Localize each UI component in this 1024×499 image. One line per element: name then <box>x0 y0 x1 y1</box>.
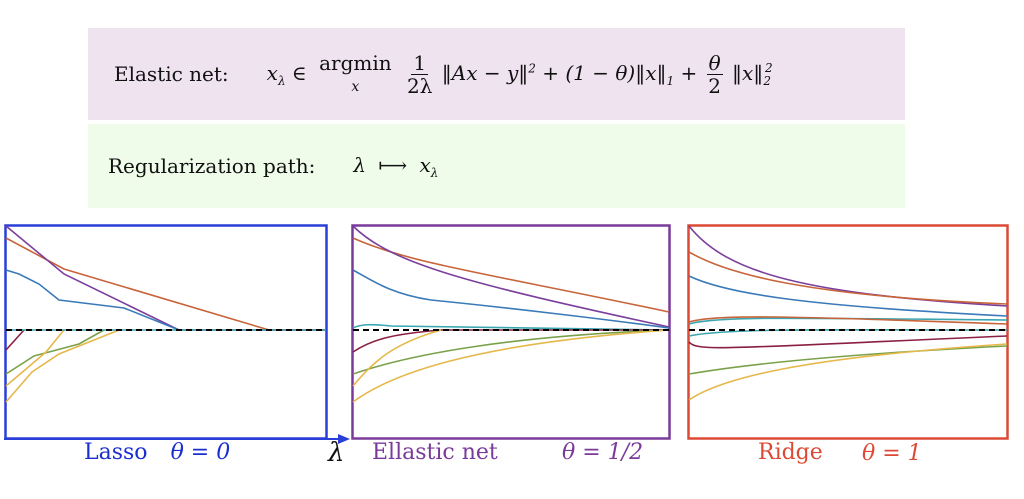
formula-label: Elastic net: <box>114 62 229 86</box>
lasso-label: Lasso <box>84 440 148 465</box>
elastic-path-purple <box>352 225 670 328</box>
lasso-path-purple <box>5 225 326 331</box>
regularization-path-box: Regularization path: λ ⟼ xλ <box>88 124 905 208</box>
ridge-path-orange-2 <box>688 316 1008 325</box>
plus-1: + <box>542 60 560 85</box>
frac-theta-over-2: θ 2 <box>706 50 723 98</box>
lasso-path-green <box>5 329 105 375</box>
frac2-den: 2 <box>708 73 722 98</box>
ridge-path-green <box>688 345 1008 375</box>
lasso-panel <box>4 224 328 440</box>
ridge-label: Ridge <box>758 440 823 465</box>
elastic-panel <box>351 224 671 440</box>
elastic-path-yellow-2 <box>352 329 442 387</box>
ridge-panel <box>687 224 1009 440</box>
path-x-sub: λ <box>430 165 439 180</box>
ridge-path-orange <box>688 251 1008 305</box>
frac1-den: 2λ <box>406 73 433 98</box>
path-expression: λ ⟼ xλ <box>353 153 438 180</box>
elastic-path-orange <box>352 237 670 313</box>
elastic-caption: Ellastic net <box>372 440 498 465</box>
maps-to-arrow: ⟼ <box>378 152 408 177</box>
elastic-frame <box>351 224 671 440</box>
elastic-path-teal <box>352 323 670 331</box>
path-x: x <box>419 152 431 177</box>
arrowhead-icon <box>338 434 350 444</box>
l1-term: (1 − θ)‖x‖ <box>565 60 667 85</box>
elastic-paths <box>352 225 670 403</box>
l2-sup: 2 <box>764 60 773 75</box>
lasso-path-blue <box>5 269 180 331</box>
ridge-path-purple <box>688 225 1008 307</box>
norm-term: ‖Ax − y‖ <box>441 60 529 85</box>
argmin-text: argmin <box>319 51 392 76</box>
frac2-num: θ <box>706 50 723 75</box>
frac-1-over-2lambda: 1 2λ <box>407 52 432 97</box>
ridge-frame <box>687 224 1009 440</box>
argmin-sub: x <box>351 79 360 96</box>
formula-expression: xλ ∈ argmin x 1 2λ ‖Ax − y‖2 + (1 − θ)‖x… <box>267 52 773 97</box>
l2-term: ‖x‖ <box>732 60 764 85</box>
lasso-frame <box>4 224 328 440</box>
elastic-path-yellow <box>352 329 670 403</box>
elastic-net-formula-box: Elastic net: xλ ∈ argmin x 1 2λ ‖Ax − y‖… <box>88 28 905 120</box>
ridge-path-yellow <box>688 343 1008 401</box>
ridge-paths <box>688 225 1008 401</box>
ridge-theta: θ = 1 <box>862 441 922 466</box>
lasso-path-darkred <box>5 329 25 351</box>
lasso-paths <box>5 225 326 403</box>
axis-lambda-label: λ <box>328 438 345 468</box>
frac1-num: 1 <box>411 50 429 75</box>
path-lambda: λ <box>353 152 367 177</box>
ridge-path-blue <box>688 275 1008 317</box>
formula-x: x <box>266 60 278 85</box>
path-label: Regularization path: <box>108 154 316 178</box>
elastic-label: Ellastic net <box>372 440 498 465</box>
formula-x-sub: λ <box>277 73 286 88</box>
lasso-path-yellow <box>5 329 120 403</box>
lasso-caption: Lasso θ = 0 <box>84 440 230 465</box>
ridge-path-darkred <box>688 335 1008 349</box>
lasso-theta: θ = 0 <box>170 440 231 465</box>
ridge-caption: Ridge <box>758 440 823 465</box>
ridge-path-teal <box>688 317 1008 325</box>
lasso-path-orange <box>5 237 326 331</box>
formula-argmin: argmin x <box>319 52 392 95</box>
l2-sub: 2 <box>763 73 771 88</box>
lambda-axis-arrow <box>4 434 350 444</box>
elastic-path-green <box>352 329 670 375</box>
formula-in: ∈ <box>291 60 307 85</box>
elastic-path-blue <box>352 269 670 329</box>
lasso-path-yellow-2 <box>5 329 65 387</box>
plus-2: + <box>680 60 698 85</box>
l1-sub: 1 <box>666 73 675 88</box>
norm-sup: 2 <box>528 60 536 75</box>
elastic-theta: θ = 1/2 <box>562 440 644 465</box>
